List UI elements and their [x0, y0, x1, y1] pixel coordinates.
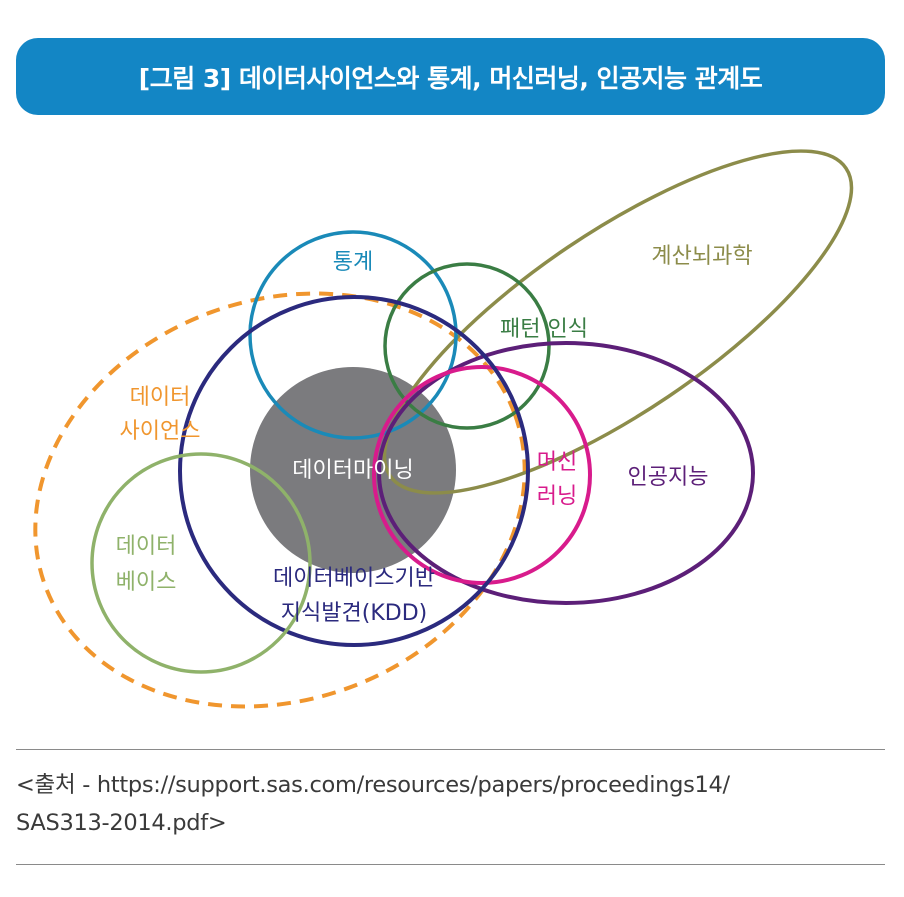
- database-label-1: 데이터: [116, 534, 177, 559]
- pattern-recognition-label: 패턴 인식: [500, 317, 588, 342]
- statistics-label: 통계: [333, 250, 373, 275]
- machine-learning-label-2: 러닝: [537, 484, 577, 509]
- machine-learning-label-1: 머신: [537, 450, 577, 475]
- source-line-1: <출처 - https://support.sas.com/resources/…: [16, 772, 730, 798]
- page-title: [그림 3] 데이터사이언스와 통계, 머신러닝, 인공지능 관계도: [138, 63, 763, 93]
- statistics-circle: [248, 230, 458, 440]
- data-science-label-2: 사이언스: [120, 419, 201, 444]
- database-label-2: 베이스: [116, 570, 177, 595]
- computational-science-label: 계산뇌과학: [651, 244, 752, 269]
- kdd-label-2: 지식발견(KDD): [281, 601, 427, 626]
- kdd-circle: [178, 295, 530, 647]
- data-science-label-1: 데이터: [130, 385, 191, 410]
- source-line-2: SAS313-2014.pdf>: [16, 810, 227, 836]
- kdd-label-1: 데이터베이스기반: [273, 566, 435, 591]
- machine-learning-circle: [372, 365, 592, 585]
- artificial-intelligence-ellipse: [377, 341, 755, 605]
- divider-top: [16, 749, 885, 750]
- database-circle: [90, 452, 312, 674]
- source-citation: <출처 - https://support.sas.com/resources/…: [16, 766, 896, 842]
- pattern-recognition-circle: [383, 262, 551, 430]
- data-mining-label: 데이터마이닝: [292, 458, 413, 483]
- computational-science-ellipse: [382, 149, 854, 495]
- title-bar: [그림 3] 데이터사이언스와 통계, 머신러닝, 인공지능 관계도: [16, 38, 885, 115]
- artificial-intelligence-label: 인공지능: [628, 465, 709, 490]
- divider-bottom: [16, 864, 885, 865]
